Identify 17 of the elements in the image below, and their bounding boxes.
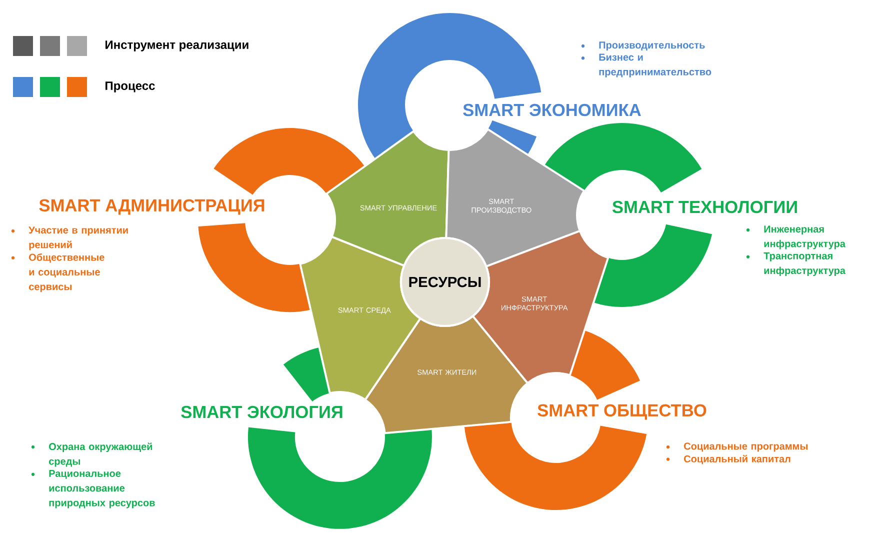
bullet-item: Рациональное использование природных ресурсов: [31, 470, 155, 508]
bullet-item: Социальный капитал: [666, 454, 790, 464]
ring-title: SMART ОБЩЕСТВО: [538, 404, 706, 420]
bullet-item: Участие в принятии решений: [11, 226, 128, 250]
bullet-item: Бизнес и предпринимательство: [581, 54, 712, 78]
ring-title: SMART ТЕХНОЛОГИИ: [612, 200, 797, 214]
legend-label: Инструмент реализации: [106, 40, 248, 52]
bullet-item: Транспортная инфраструктура: [746, 252, 846, 276]
ring-title: SMART ЭКОНОМИКА: [463, 104, 641, 116]
bullet-item: Охрана окружающей среды: [31, 442, 152, 467]
bullet-item: Производительность: [581, 42, 705, 51]
ring-title: SMART АДМИНИСТРАЦИЯ: [39, 199, 264, 215]
bullet-item: Общественные и социальные сервисы: [11, 253, 104, 292]
ring-title: SMART ЭКОЛОГИЯ: [181, 406, 342, 418]
legend-label: Процесс: [106, 82, 155, 92]
bullet-item: Инженерная инфраструктура: [746, 226, 846, 250]
bullet-item: Социальные программы: [666, 442, 808, 452]
